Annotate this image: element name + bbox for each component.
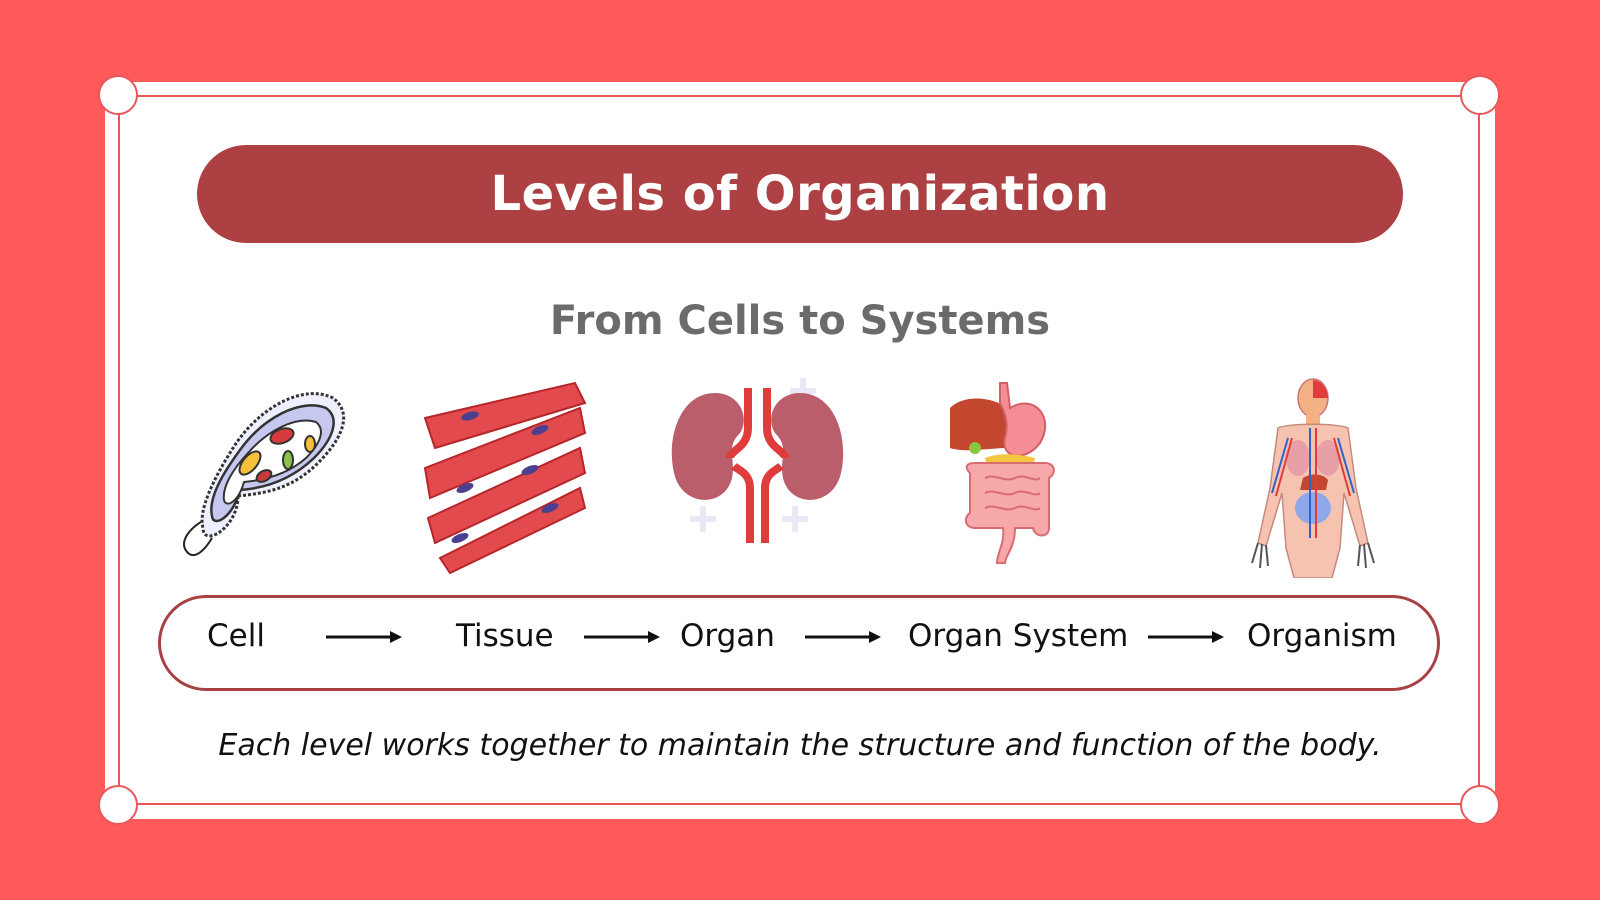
caption: Each level works together to maintain th… — [218, 728, 1382, 763]
step-tissue-label: Tissue — [456, 618, 554, 654]
tissue-icon — [423, 381, 587, 575]
arrow-right-icon — [584, 631, 660, 643]
step-organ-system-label: Organ System — [908, 618, 1129, 654]
step-cell-label: Cell — [207, 618, 265, 654]
title-banner: Levels of Organization — [197, 145, 1403, 243]
cell-icon — [183, 392, 346, 557]
frame-corner — [98, 75, 138, 115]
step-organism-label: Organism — [1247, 618, 1397, 654]
arrow-right-icon — [1148, 631, 1224, 643]
arrow-right-icon — [326, 631, 402, 643]
page-title: Levels of Organization — [490, 166, 1110, 222]
arrow-right-icon — [805, 631, 881, 643]
decorative-frame — [98, 75, 1500, 825]
frame-corner — [1460, 785, 1500, 825]
digestive-system-icon — [950, 382, 1055, 564]
frame-corner — [1460, 75, 1500, 115]
human-body-icon — [1251, 378, 1375, 578]
levels-flow-bar — [158, 595, 1440, 691]
subtitle: From Cells to Systems — [549, 298, 1051, 344]
kidney-icon — [671, 378, 844, 543]
step-organ-label: Organ — [680, 618, 775, 654]
frame-corner — [98, 785, 138, 825]
